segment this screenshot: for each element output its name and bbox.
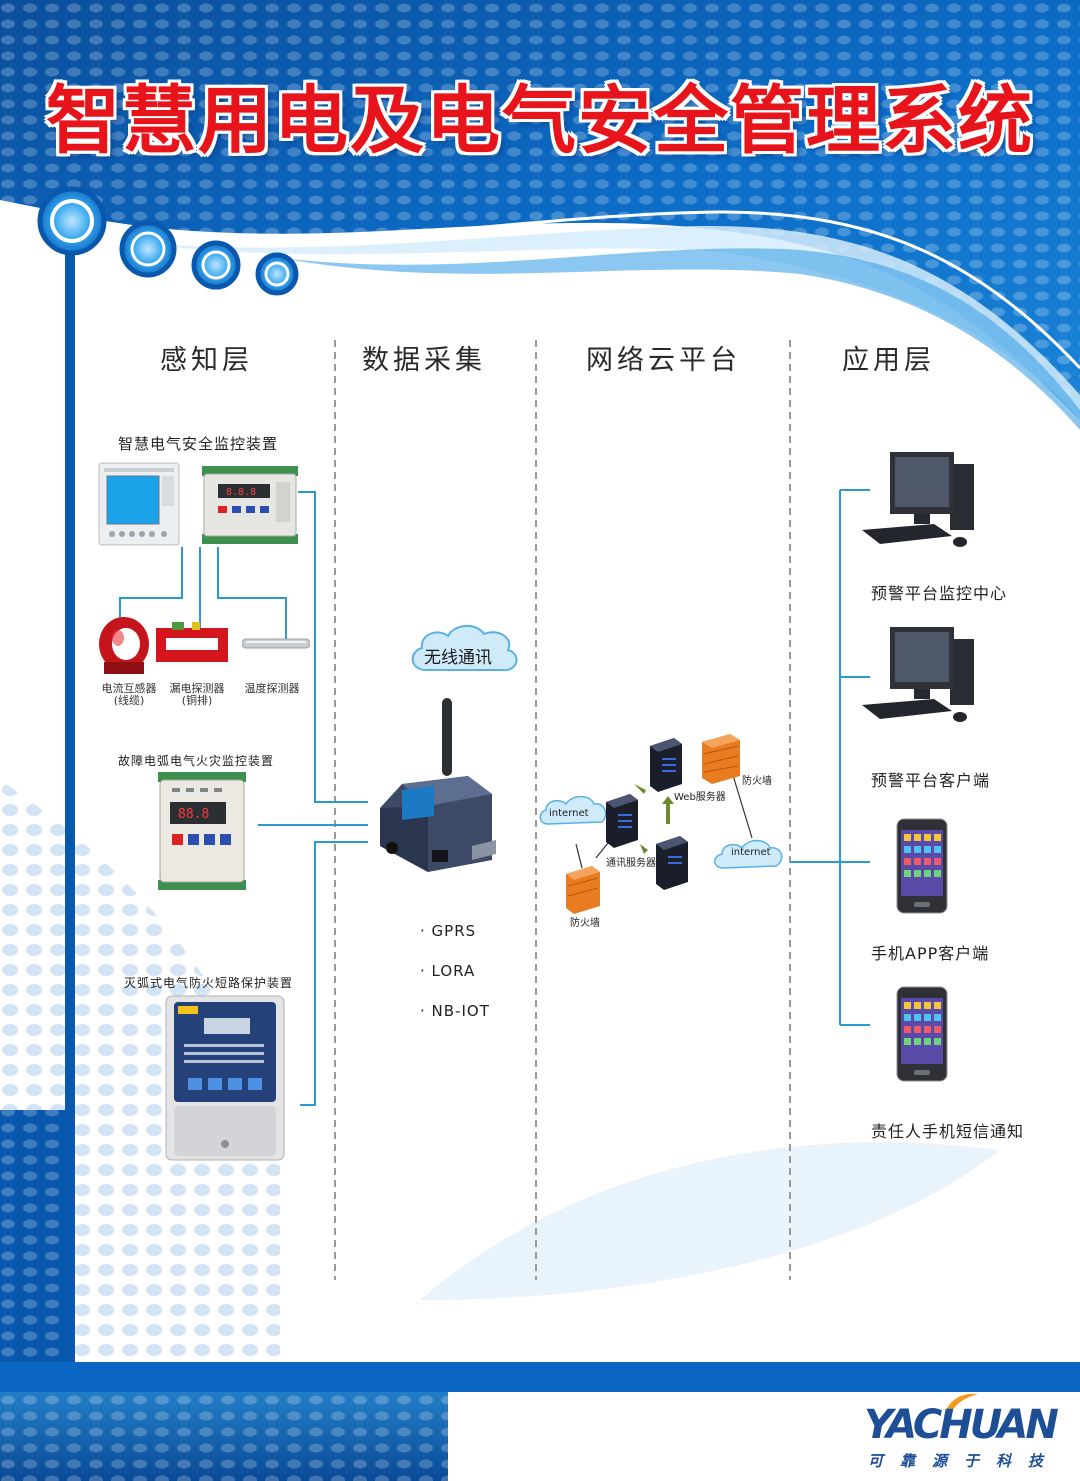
- monitor-panel-device: [98, 462, 180, 546]
- app-item-platform-client: 预警平台客户端: [871, 771, 991, 790]
- desktop-computer-icon: [862, 452, 974, 547]
- firewall-label-right: 防火墙: [742, 776, 772, 787]
- temperature-detector-label: 温度探测器: [244, 682, 300, 695]
- svg-text:88.8: 88.8: [178, 807, 209, 822]
- current-transformer-note: (线缆): [113, 694, 145, 707]
- desktop-computer-icon: [862, 627, 974, 722]
- device-group-label-arc-fault: 故障电弧电气火灾监控装置: [118, 754, 275, 768]
- column-header-application: 应用层: [842, 345, 935, 376]
- wireless-label: 无线通讯: [424, 648, 492, 668]
- comm-server-label: 通讯服务器: [606, 858, 656, 869]
- main-title: 智慧用电及电气安全管理系统: [46, 78, 1034, 164]
- internet-label-left: internet: [549, 808, 589, 819]
- web-server-label: Web服务器: [674, 792, 726, 803]
- current-transformer-sensor: [99, 617, 149, 674]
- leakage-detector-label: 漏电探测器 (铜排): [164, 683, 230, 707]
- column-header-cloud-platform: 网络云平台: [586, 345, 741, 376]
- logo-tagline: 可靠源于科技: [868, 1452, 1061, 1470]
- leakage-detector-sensor: [156, 622, 228, 662]
- wireless-cloud-icon: [411, 625, 518, 672]
- column-header-data-collection: 数据采集: [362, 345, 486, 376]
- firewall-label-left: 防火墙: [570, 918, 600, 929]
- protocol-gprs: · GPRS: [420, 922, 477, 940]
- logo-swoosh-icon: [944, 1393, 978, 1416]
- app-item-monitoring-center: 预警平台监控中心: [871, 584, 1008, 603]
- din-rail-monitor-device: 8.8.8: [202, 466, 298, 544]
- logo-brand: YACHUAN: [864, 1402, 1059, 1448]
- smartphone-icon: [896, 986, 948, 1082]
- svg-text:8.8.8: 8.8.8: [226, 487, 256, 498]
- device-group-label-arc-extinguish: 灭弧式电气防火短路保护装置: [124, 976, 294, 990]
- cloud-network-diagram: [539, 734, 783, 914]
- wireless-router-device: [380, 698, 496, 872]
- temperature-detector-sensor: [242, 638, 310, 649]
- internet-label-right: internet: [731, 847, 771, 858]
- app-item-mobile-app: 手机APP客户端: [871, 944, 990, 963]
- current-transformer-label: 电流互感器 (线缆): [96, 683, 162, 707]
- app-item-sms-notify: 责任人手机短信通知: [871, 1122, 1025, 1141]
- current-transformer-name: 电流互感器: [101, 682, 157, 695]
- arc-fault-monitor-device: 88.8: [158, 772, 246, 890]
- leakage-detector-note: (铜排): [181, 694, 213, 707]
- column-header-perception: 感知层: [160, 345, 253, 376]
- leakage-detector-name: 漏电探测器: [169, 682, 225, 695]
- smartphone-icon: [896, 818, 948, 914]
- arc-extinguish-protection-device: [165, 995, 285, 1161]
- device-group-label-monitor: 智慧电气安全监控装置: [118, 435, 279, 453]
- protocol-lora: · LORA: [420, 962, 476, 980]
- protocol-nb-iot: · NB-IOT: [420, 1002, 490, 1020]
